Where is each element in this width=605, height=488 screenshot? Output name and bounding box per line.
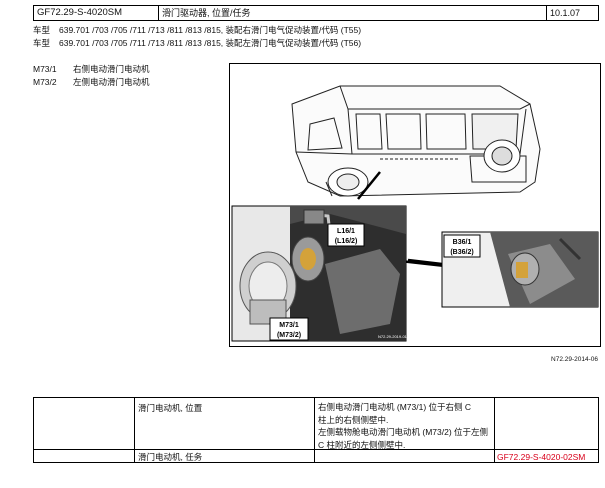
desc-line: 柱上的右侧侧壁中. — [318, 414, 389, 425]
doc-id: GF72.29-S-4020SM — [37, 7, 123, 18]
callout-m73-secondary: (M73/2) — [277, 332, 301, 339]
table-divider — [34, 449, 598, 450]
header-divider — [546, 6, 547, 20]
legend-item: M73/1 右侧电动滑门电动机 — [33, 63, 150, 75]
doc-title: 滑门驱动器, 位置/任务 — [162, 8, 251, 18]
table-divider — [494, 398, 495, 462]
desc-line: 右侧电动滑门电动机 (M73/1) 位于右侧 C — [318, 402, 472, 412]
model-label: 车型 — [33, 25, 51, 35]
van-illustration: L16/1 (L16/2) M73/1 (M73/2) N72.29-2019-… — [229, 63, 601, 347]
callout-m73-primary: M73/1 — [279, 322, 299, 329]
callout-l16-primary: L16/1 — [337, 228, 355, 235]
legend-desc: 左侧电动滑门电动机 — [73, 77, 150, 87]
inset-motor-photo: L16/1 (L16/2) M73/1 (M73/2) N72.29-2019-… — [231, 205, 408, 342]
callout-b36-primary: B36/1 — [453, 239, 472, 246]
van-drawing — [291, 85, 541, 197]
row-desc-position: 右侧电动滑门电动机 (M73/1) 位于右侧 C 柱上的右侧侧壁中. 左侧载物舱… — [318, 401, 488, 451]
callout-b36-secondary: (B36/2) — [450, 249, 473, 256]
model-label: 车型 — [33, 38, 51, 48]
model-line: 车型 639.701 /703 /705 /711 /713 /811 /813 … — [33, 37, 361, 49]
header-divider — [158, 6, 159, 20]
inset-ref-label: N72.29-2019-01 — [378, 334, 408, 339]
legend-desc: 右侧电动滑门电动机 — [73, 64, 150, 74]
illustration-svg: L16/1 (L16/2) M73/1 (M73/2) N72.29-2019-… — [231, 85, 599, 342]
legend-code: M73/1 — [33, 64, 57, 74]
desc-line: C 柱附近的左侧侧壁中. — [318, 439, 406, 450]
model-line: 车型 639.701 /703 /705 /711 /713 /811 /813 … — [33, 24, 361, 36]
legend-item: M73/2 左侧电动滑门电动机 — [33, 76, 150, 88]
info-table: 滑门电动机, 位置 右侧电动滑门电动机 (M73/1) 位于右侧 C 柱上的右侧… — [33, 397, 599, 463]
inset-sensor-photo: B36/1 (B36/2) — [441, 231, 599, 308]
desc-line: 左侧载物舱电动滑门电动机 (M73/2) 位于左侧 — [318, 427, 489, 437]
model-text: 639.701 /703 /705 /711 /713 /811 /813 /8… — [59, 25, 362, 35]
row-label-position: 滑门电动机, 位置 — [138, 403, 203, 413]
task-doc-link[interactable]: GF72.29-S-4020-02SM — [497, 452, 586, 462]
model-text: 639.701 /703 /705 /711 /713 /811 /813 /8… — [59, 38, 362, 48]
row-label-task: 滑门电动机, 任务 — [138, 452, 203, 462]
legend-code: M73/2 — [33, 77, 57, 87]
document-header: GF72.29-S-4020SM 滑门驱动器, 位置/任务 10.1.07 — [33, 5, 599, 21]
figure-reference: N72.29-2014-06 — [551, 356, 598, 363]
table-divider — [314, 398, 315, 462]
doc-date: 10.1.07 — [550, 8, 581, 18]
callout-l16-secondary: (L16/2) — [335, 238, 358, 245]
table-divider — [134, 398, 135, 462]
